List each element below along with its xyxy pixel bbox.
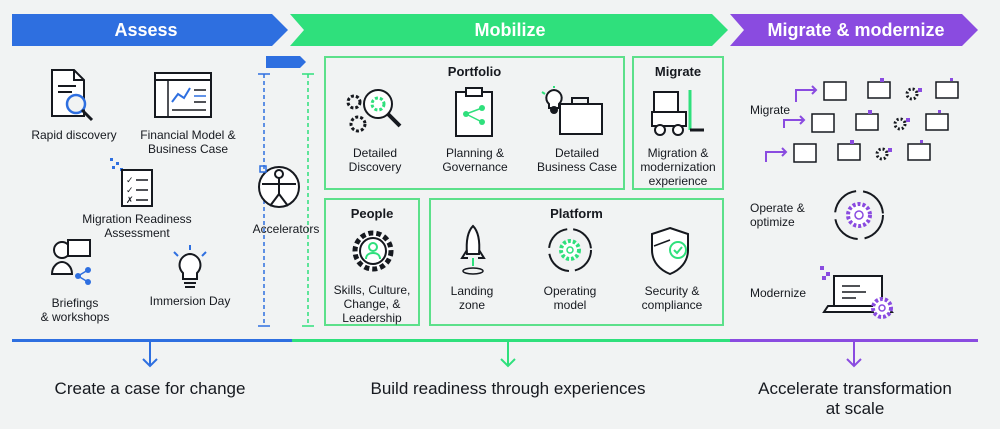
security-compliance-label: Security & compliance — [641, 284, 703, 312]
platform-title: Platform — [550, 206, 603, 221]
rapid-discovery-label: Rapid discovery — [31, 128, 117, 142]
people-title: People — [350, 206, 394, 221]
gear-person-icon — [352, 230, 394, 272]
financial-dashboard-icon — [154, 72, 212, 118]
detailed-discovery-label: Detailed Discovery — [348, 146, 402, 174]
briefings-label: Briefings & workshops — [40, 296, 110, 324]
operating-model-label: Operating model — [543, 284, 597, 312]
portfolio-title: Portfolio — [447, 64, 502, 79]
financial-model-label: Financial Model & Business Case — [140, 128, 236, 156]
document-search-icon — [51, 69, 94, 122]
svg-text:✓: ✓ — [126, 176, 134, 186]
operate-optimize-label: Operate & optimize — [750, 201, 805, 229]
workshop-people-icon — [50, 239, 91, 285]
migrate-arrows-icon — [765, 78, 959, 163]
rocket-icon — [460, 224, 486, 275]
assess-banner-shape — [12, 14, 288, 46]
cycle-gear-icon — [548, 228, 592, 272]
svg-text:✓: ✓ — [126, 186, 134, 196]
optimize-cycle-icon — [834, 190, 884, 240]
assess-title: Assess — [114, 19, 178, 40]
planning-governance-label: Planning & Governance — [442, 146, 508, 174]
gear-search-icon — [346, 89, 402, 133]
people-box: People — [324, 198, 420, 326]
clipboard-flow-icon — [455, 87, 493, 137]
mobilize-banner-shape — [290, 14, 728, 46]
modernize-label: Modernize — [750, 286, 807, 300]
briefcase-idea-icon — [541, 86, 603, 135]
assess-outcome: Create a case for change — [54, 379, 246, 398]
forklift-icon — [651, 90, 704, 136]
shield-check-icon — [651, 226, 689, 276]
assess-arrow-icon — [142, 342, 158, 368]
mobilize-arrow-icon — [500, 342, 516, 368]
vitruvian-man-icon — [258, 165, 300, 208]
mobilize-divider — [292, 339, 730, 342]
migrate-title: Migrate & modernize — [767, 19, 945, 40]
migrate-divider — [730, 339, 978, 342]
mm-migrate-label: Migrate — [750, 103, 791, 117]
mobilize-title: Mobilize — [474, 19, 546, 40]
migration-readiness-label: Migration Readiness Assessment — [82, 212, 192, 240]
migrate-banner-shape — [730, 14, 978, 46]
outcome-arrows — [142, 342, 862, 368]
mobilize-outcome: Build readiness through experiences — [370, 379, 646, 398]
detailed-business-case-label: Detailed Business Case — [536, 146, 618, 174]
phase-banners — [12, 14, 978, 46]
assess-divider — [12, 339, 292, 342]
people-label: Skills, Culture, Change, & Leadership — [333, 283, 411, 325]
landing-zone-label: Landing zone — [450, 284, 494, 312]
migrate-box-title: Migrate — [654, 64, 702, 79]
migration-experience-label: Migration & modernization experience — [640, 146, 716, 188]
immersion-day-label: Immersion Day — [149, 294, 231, 308]
svg-text:✗: ✗ — [126, 196, 134, 206]
laptop-code-icon — [820, 266, 894, 319]
accelerators-label: Accelerators — [252, 222, 320, 236]
checklist-icon: ✓ ✓ ✗ — [110, 158, 153, 207]
lightbulb-icon — [173, 245, 207, 288]
migrate-arrow-icon — [846, 342, 862, 368]
migrate-outcome: Accelerate transformation at scale — [758, 379, 952, 418]
